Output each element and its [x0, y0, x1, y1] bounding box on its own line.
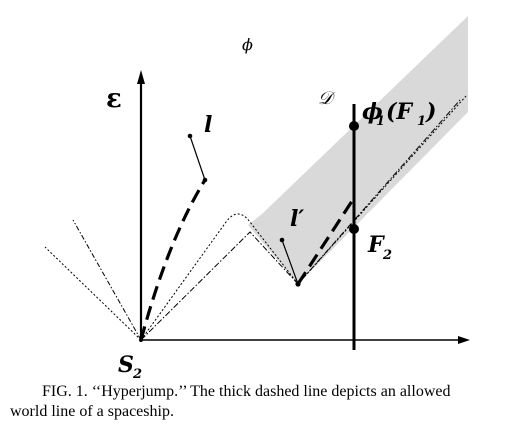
origin-point-S2 [139, 338, 143, 342]
shaded-region [248, 16, 468, 284]
l-prime-label: l′ [290, 206, 304, 232]
segment-l-end-bottom [202, 177, 208, 183]
dash-dot-cone-curve [140, 99, 461, 341]
caption-line-2: world line of a spaceship. [10, 403, 174, 420]
epsilon-label: ε [106, 84, 122, 114]
segment-l-prime-end-bottom [295, 281, 301, 287]
S2-main: S [118, 352, 134, 378]
phi-close-paren: ) [425, 99, 436, 125]
vertical-axis-arrow [137, 70, 145, 84]
figure-caption: FIG. 1. ‘‘Hyperjump.’’ The thick dashed … [10, 382, 522, 422]
phi-argument-subscript: 1 [417, 114, 426, 129]
dotted-cone-curve [140, 95, 467, 341]
phi1-F1-label: ϕ 1 (F 1 ) [362, 99, 436, 129]
left-cone-line-inner [72, 219, 142, 341]
D-label: 𝒟 [318, 88, 336, 109]
caption-line-1: FIG. 1. ‘‘Hyperjump.’’ The thick dashed … [42, 383, 451, 400]
segment-l [189, 135, 206, 181]
phi-argument: (F [386, 99, 413, 125]
segment-l-prime-end-top [279, 237, 285, 243]
phi-subscript: 1 [376, 114, 385, 129]
F2-label: F 2 [367, 232, 392, 263]
segment-l-prime [281, 239, 299, 285]
world-line-dashed-left [139, 179, 207, 341]
F2-subscript: 2 [382, 248, 392, 263]
point-F2 [349, 224, 359, 234]
faint-phi-label: ϕ [242, 35, 253, 54]
left-cone-line-outer [44, 246, 142, 341]
S2-label: S 2 [118, 352, 142, 380]
world-line-dashed-right [296, 197, 356, 285]
F2-main: F [367, 232, 385, 258]
horizontal-axis-arrow [458, 336, 470, 344]
phi-symbol: ϕ [362, 99, 383, 125]
S2-subscript: 2 [132, 367, 142, 380]
point-phi1-F1 [349, 121, 359, 131]
hyperjump-figure: ϕ ε l l′ 𝒟 ϕ 1 (F 1 ) F 2 S 2 [44, 16, 470, 380]
segment-l-end-top [187, 133, 193, 139]
l-label: l [204, 112, 212, 138]
